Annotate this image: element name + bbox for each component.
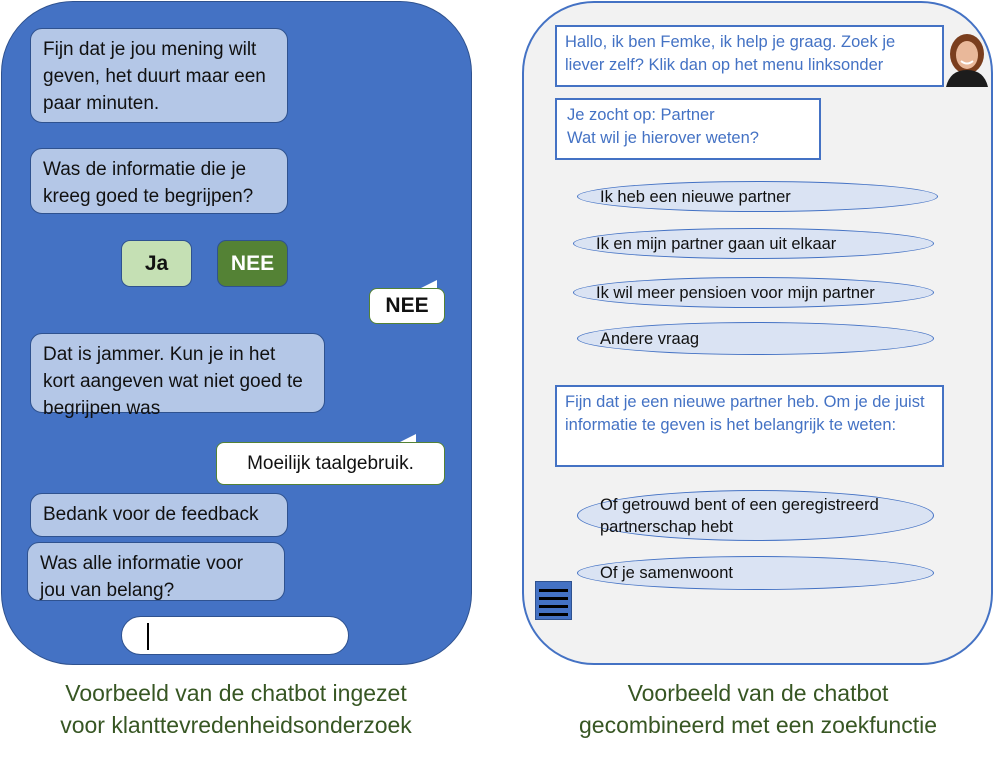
left-caption: Voorbeeld van de chatbot ingezet voor kl… xyxy=(0,677,472,741)
search-term: Je zocht op: Partner xyxy=(567,106,715,124)
bot-message: Was de informatie die je kreeg goed te b… xyxy=(30,148,288,214)
no-button[interactable]: NEE xyxy=(217,240,288,287)
search-question: Wat wil je hierover weten? xyxy=(567,129,759,147)
yes-button[interactable]: Ja xyxy=(121,240,192,287)
chat-input[interactable] xyxy=(121,616,349,655)
option-cohabiting[interactable]: Of je samenwoont xyxy=(577,556,934,590)
option-more-pension[interactable]: Ik wil meer pensioen voor mijn partner xyxy=(573,277,934,308)
option-separating[interactable]: Ik en mijn partner gaan uit elkaar xyxy=(573,228,934,259)
caption-line: gecombineerd met een zoekfunctie xyxy=(579,712,937,738)
speech-tail xyxy=(417,280,437,290)
speech-tail xyxy=(396,434,416,444)
user-reply: Moeilijk taalgebruik. xyxy=(216,434,445,485)
user-reply-text: NEE xyxy=(369,288,445,324)
option-married[interactable]: Of getrouwd bent of een geregistreerd pa… xyxy=(577,490,934,541)
caption-line: voor klanttevredenheidsonderzoek xyxy=(60,712,412,738)
bot-message: Fijn dat je jou mening wilt geven, het d… xyxy=(30,28,288,123)
menu-icon[interactable] xyxy=(535,581,572,620)
option-other-question[interactable]: Andere vraag xyxy=(577,322,934,355)
caption-line: Voorbeeld van de chatbot xyxy=(627,680,889,706)
bot-answer: Fijn dat je een nieuwe partner heb. Om j… xyxy=(555,385,944,467)
user-reply-text: Moeilijk taalgebruik. xyxy=(216,442,445,485)
option-new-partner[interactable]: Ik heb een nieuwe partner xyxy=(577,181,938,212)
bot-message: Bedank voor de feedback xyxy=(30,493,288,537)
bot-message: Was alle informatie voor jou van belang? xyxy=(27,542,285,601)
bot-greeting: Hallo, ik ben Femke, ik help je graag. Z… xyxy=(555,25,944,87)
text-cursor xyxy=(147,623,149,650)
caption-line: Voorbeeld van de chatbot ingezet xyxy=(65,680,407,706)
user-reply-no: NEE xyxy=(369,280,445,324)
search-result-message: Je zocht op: Partner Wat wil je hierover… xyxy=(555,98,821,160)
bot-message: Dat is jammer. Kun je in het kort aangev… xyxy=(30,333,325,419)
right-caption: Voorbeeld van de chatbot gecombineerd me… xyxy=(522,677,994,741)
avatar xyxy=(944,30,990,87)
